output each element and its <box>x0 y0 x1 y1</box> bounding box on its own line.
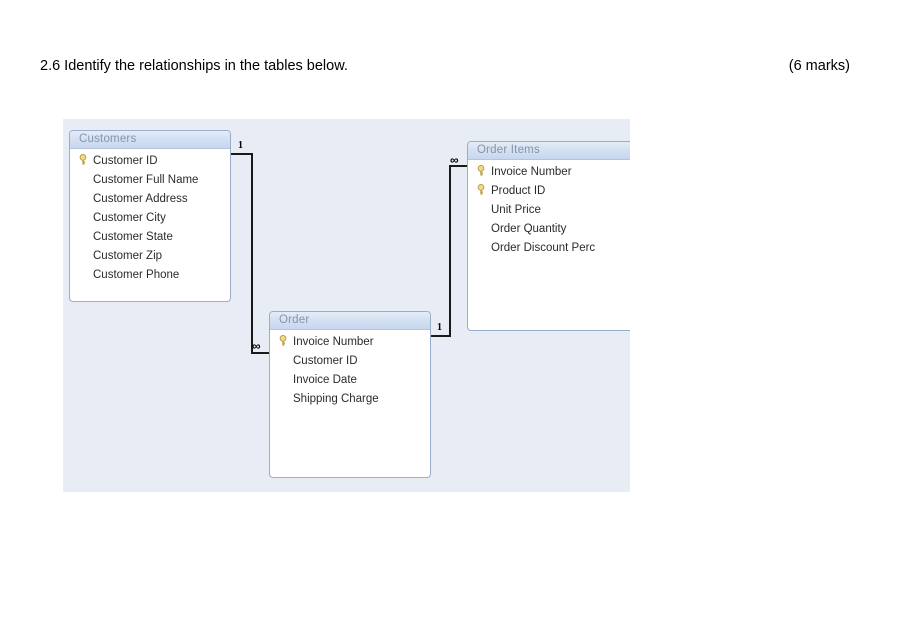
key-slot-empty <box>78 173 93 187</box>
table-header-order-items[interactable]: Order Items <box>468 142 630 160</box>
primary-key-icon <box>476 183 491 198</box>
field-label: Shipping Charge <box>293 392 379 405</box>
field-row[interactable]: Customer City <box>70 208 230 227</box>
field-row[interactable]: Unit Price <box>468 200 630 219</box>
primary-key-icon <box>278 334 293 349</box>
relationship-line-order-orderitems-vertical <box>449 165 451 337</box>
field-row[interactable]: Customer ID <box>70 151 230 170</box>
key-slot-empty <box>78 211 93 225</box>
question-row: 2.6 Identify the relationships in the ta… <box>40 58 866 80</box>
field-row[interactable]: Invoice Date <box>270 370 430 389</box>
field-row[interactable]: Invoice Number <box>270 332 430 351</box>
key-slot-empty <box>78 249 93 263</box>
cardinality-many-order: ∞ <box>252 339 261 353</box>
key-slot-empty <box>78 192 93 206</box>
field-label: Order Discount Perc <box>491 241 596 254</box>
question-text: 2.6 Identify the relationships in the ta… <box>40 58 348 74</box>
field-row[interactable]: Order Discount Perc <box>468 238 630 257</box>
field-row[interactable]: Customer Full Name <box>70 170 230 189</box>
table-title-order-items: Order Items <box>477 144 540 156</box>
cardinality-many-orderitems: ∞ <box>450 153 459 167</box>
relationship-line-order-orderitems-bottom <box>431 335 451 337</box>
key-slot-empty <box>476 203 491 217</box>
field-label: Product ID <box>491 184 546 197</box>
field-row[interactable]: Customer Zip <box>70 246 230 265</box>
key-slot-empty <box>278 373 293 387</box>
primary-key-icon <box>476 164 491 179</box>
field-row[interactable]: Customer State <box>70 227 230 246</box>
relationship-line-order-orderitems-top <box>449 165 467 167</box>
field-label: Customer Zip <box>93 249 163 262</box>
field-label: Unit Price <box>491 203 541 216</box>
field-label: Invoice Number <box>293 335 374 348</box>
table-fields-order: Invoice Number Customer ID Invoice Date … <box>270 330 430 408</box>
relationship-line-customers-order-top <box>231 153 253 155</box>
field-row[interactable]: Invoice Number <box>468 162 630 181</box>
key-slot-empty <box>78 230 93 244</box>
key-slot-empty <box>278 392 293 406</box>
field-label: Customer Full Name <box>93 173 199 186</box>
key-slot-empty <box>278 354 293 368</box>
field-label: Invoice Number <box>491 165 572 178</box>
table-box-order-items[interactable]: Order Items Invoice Number Product ID Un… <box>467 141 630 331</box>
field-row[interactable]: Product ID <box>468 181 630 200</box>
cardinality-one-customers: 1 <box>238 140 243 151</box>
table-header-customers[interactable]: Customers <box>70 131 230 149</box>
relationship-line-customers-order-vertical <box>251 153 253 354</box>
field-label: Order Quantity <box>491 222 567 235</box>
field-row[interactable]: Order Quantity <box>468 219 630 238</box>
relationships-canvas[interactable]: 1 ∞ 1 ∞ Customers Customer ID Customer F… <box>63 119 630 492</box>
table-header-order[interactable]: Order <box>270 312 430 330</box>
relationship-line-customers-order-bottom <box>251 352 269 354</box>
marks-label: (6 marks) <box>788 58 850 74</box>
field-label: Customer State <box>93 230 173 243</box>
table-box-order[interactable]: Order Invoice Number Customer ID Invoice… <box>269 311 431 478</box>
cardinality-one-order: 1 <box>437 322 442 333</box>
key-slot-empty <box>78 268 93 282</box>
field-row[interactable]: Shipping Charge <box>270 389 430 408</box>
table-box-customers[interactable]: Customers Customer ID Customer Full Name… <box>69 130 231 302</box>
field-label: Customer ID <box>93 154 158 167</box>
field-label: Customer Address <box>93 192 188 205</box>
key-slot-empty <box>476 241 491 255</box>
field-row[interactable]: Customer ID <box>270 351 430 370</box>
field-row[interactable]: Customer Address <box>70 189 230 208</box>
table-title-order: Order <box>279 314 310 326</box>
primary-key-icon <box>78 153 93 168</box>
field-label: Customer Phone <box>93 268 180 281</box>
table-title-customers: Customers <box>79 133 137 145</box>
field-label: Customer ID <box>293 354 358 367</box>
table-fields-order-items: Invoice Number Product ID Unit Price Ord… <box>468 160 630 257</box>
key-slot-empty <box>476 222 491 236</box>
field-row[interactable]: Customer Phone <box>70 265 230 284</box>
table-fields-customers: Customer ID Customer Full Name Customer … <box>70 149 230 284</box>
field-label: Invoice Date <box>293 373 357 386</box>
field-label: Customer City <box>93 211 166 224</box>
